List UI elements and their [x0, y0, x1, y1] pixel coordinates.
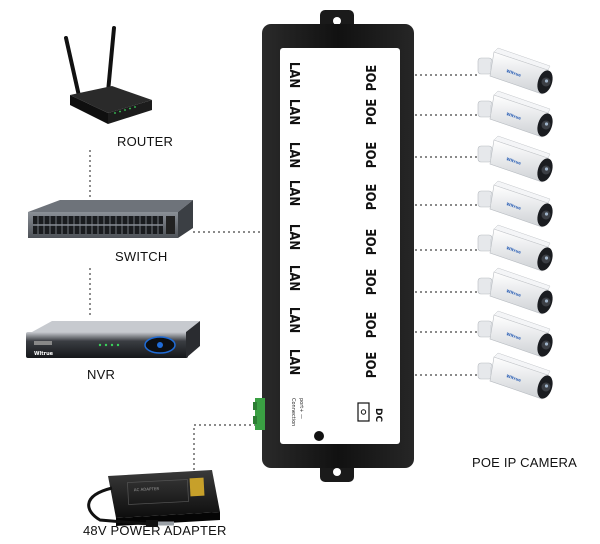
poe-port-label: POE	[365, 142, 380, 169]
poe-port-label: POE	[365, 269, 380, 296]
injector-panel	[280, 48, 400, 444]
dc-label: DC	[373, 408, 383, 422]
camera-brand: Wltrue	[506, 331, 522, 341]
lan-port-label: LAN	[286, 307, 301, 333]
power-adapter-label: 48V POWER ADAPTER	[83, 523, 227, 538]
lan-port-label: LAN	[286, 224, 301, 250]
poe-port-label: POE	[365, 229, 380, 256]
nvr-brand: Wltrue	[34, 351, 54, 357]
camera-icon: Wltrue	[477, 352, 553, 400]
poe-port-label: POE	[365, 352, 380, 379]
camera-brand: Wltrue	[506, 111, 522, 121]
router-icon	[64, 26, 152, 124]
lan-port-label: LAN	[286, 349, 301, 375]
camera-group: Wltrue Wltrue Wltrue Wltrue Wltr	[477, 47, 553, 400]
camera-icon: Wltrue	[477, 180, 553, 228]
camera-label: POE IP CAMERA	[472, 455, 577, 470]
connection-text: port+ —	[298, 398, 304, 419]
power-led	[314, 431, 324, 441]
lan-port-label: LAN	[286, 142, 301, 168]
connection-text: Connection	[290, 398, 296, 426]
poe-port-label: POE	[365, 99, 380, 126]
dc-symbol	[357, 402, 370, 422]
power-terminal	[253, 398, 265, 430]
poe-port-label: POE	[365, 184, 380, 211]
power-line	[193, 424, 256, 470]
camera-icon: Wltrue	[477, 135, 553, 183]
camera-brand: Wltrue	[506, 156, 522, 166]
camera-brand: Wltrue	[506, 373, 522, 383]
switch-label: SWITCH	[115, 249, 168, 264]
camera-icon: Wltrue	[477, 47, 553, 95]
camera-brand: Wltrue	[506, 288, 522, 298]
nvr-icon: Wltrue	[26, 321, 200, 358]
router-label: ROUTER	[117, 134, 174, 149]
poe-injector: LAN POE LAN POE LAN POE LAN POE LAN POE LAN POE LAN P…	[253, 10, 414, 482]
camera-icon: Wltrue	[477, 224, 553, 272]
lan-port-label: LAN	[286, 99, 301, 125]
lan-port-label: LAN	[286, 180, 301, 206]
poe-port-label: POE	[365, 65, 380, 92]
lan-port-label: LAN	[286, 62, 301, 88]
camera-brand: Wltrue	[506, 245, 522, 255]
camera-icon: Wltrue	[477, 90, 553, 138]
camera-brand: Wltrue	[506, 68, 522, 78]
poe-port-label: POE	[365, 312, 380, 339]
connection-lines	[89, 74, 478, 470]
camera-icon: Wltrue	[477, 310, 553, 358]
camera-icon: Wltrue	[477, 267, 553, 315]
power-adapter-icon: AC ADAPTER	[87, 470, 220, 527]
adapter-text: AC ADAPTER	[134, 486, 160, 492]
nvr-label: NVR	[87, 367, 116, 382]
switch-icon	[28, 200, 193, 238]
lan-port-label: LAN	[286, 265, 301, 291]
camera-brand: Wltrue	[506, 201, 522, 211]
